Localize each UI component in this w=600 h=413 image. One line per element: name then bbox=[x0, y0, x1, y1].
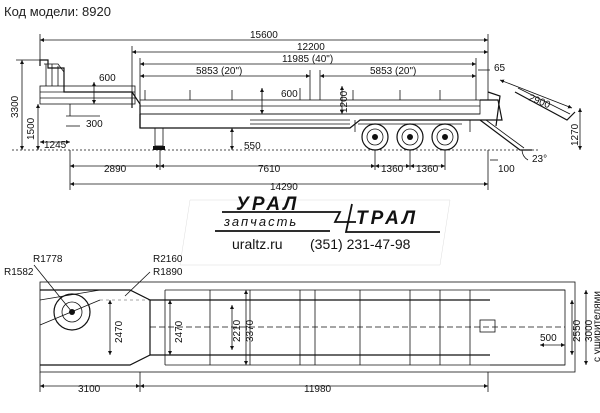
stakes bbox=[144, 86, 477, 100]
wheels bbox=[358, 123, 462, 151]
dim-front-length: 3100 bbox=[78, 384, 101, 395]
dim-front-overhang: 1245 bbox=[44, 140, 67, 151]
main-frame bbox=[139, 114, 480, 129]
dim-front-to-leg: 2890 bbox=[104, 164, 127, 175]
dim-wheelbase-total: 14290 bbox=[270, 182, 298, 193]
support-leg bbox=[154, 127, 164, 147]
dim-axle-spacing-2: 1360 bbox=[416, 164, 439, 175]
rear-beam bbox=[480, 99, 503, 121]
dim-platform-length: 12200 bbox=[297, 42, 325, 53]
dim-track-main: 2470 bbox=[174, 320, 185, 343]
plan-view: R1778 R1582 R2160 R1890 2470 2470 2210 3… bbox=[4, 254, 600, 395]
dim-rear-overhang: 65 bbox=[494, 63, 506, 74]
uraltral-logo: УРАЛ ТРАЛ запчасть uraltz.ru (351) 231-4… bbox=[179, 194, 451, 266]
dim-width-3000: 3000 bbox=[584, 319, 595, 342]
dim-ramp-height: 1270 bbox=[570, 123, 581, 146]
dim-track-front: 2470 bbox=[114, 320, 125, 343]
dim-axle-spacing-1: 1360 bbox=[381, 164, 404, 175]
gooseneck-outline bbox=[39, 59, 133, 108]
dim-front-board-height: 600 bbox=[99, 73, 116, 84]
dim-container-span: 11985 (40") bbox=[282, 54, 333, 65]
dim-low-deck-height: 550 bbox=[244, 141, 261, 152]
dim-container-rear: 5853 (20") bbox=[370, 66, 416, 77]
logo-phone: (351) 231-47-98 bbox=[310, 236, 411, 252]
plan-outline bbox=[39, 281, 576, 373]
model-code-label: Код модели: 8920 bbox=[4, 4, 111, 19]
dim-total-length: 15600 bbox=[250, 30, 278, 41]
dim-king-pin-offset: 300 bbox=[86, 119, 103, 130]
dim-deck-height: 1500 bbox=[26, 117, 37, 140]
dim-ramp-angle: 23° bbox=[532, 154, 547, 165]
dim-inner-width: 2210 bbox=[232, 319, 243, 342]
side-view: 15600 12200 11985 (40") 5853 (20") 5853 … bbox=[10, 30, 582, 193]
logo-word-tral: ТРАЛ bbox=[356, 208, 418, 229]
dim-container-front: 5853 (20") bbox=[196, 66, 242, 77]
dim-side-board-height: 600 bbox=[281, 89, 298, 100]
dim-r1582: R1582 bbox=[4, 267, 34, 278]
dim-frame-width: 3370 bbox=[245, 319, 256, 342]
dim-main-length: 11980 bbox=[304, 384, 332, 395]
dim-stake-height: 1200 bbox=[339, 90, 350, 113]
dim-r2160: R2160 bbox=[153, 254, 183, 265]
turntable bbox=[53, 293, 91, 331]
logo-subtitle: запчасть bbox=[223, 214, 298, 229]
gooseneck-frame bbox=[40, 289, 151, 366]
dim-rear-step: 100 bbox=[498, 164, 515, 175]
dim-r1778: R1778 bbox=[33, 254, 63, 265]
dim-leg-to-axle: 7610 bbox=[258, 164, 281, 175]
logo-website: uraltz.ru bbox=[232, 236, 283, 252]
logo-word-ural: УРАЛ bbox=[236, 194, 299, 215]
gooseneck-deck bbox=[39, 85, 136, 105]
widener-note: с уширителями bbox=[592, 291, 600, 362]
cross-members bbox=[164, 290, 471, 365]
dim-total-height: 3300 bbox=[10, 95, 21, 118]
main-deck bbox=[139, 99, 481, 115]
dim-outrigger: 500 bbox=[540, 333, 557, 344]
dim-width-2550: 2550 bbox=[572, 319, 583, 342]
dim-ramp-length: 2900 bbox=[527, 93, 552, 112]
dim-r1890: R1890 bbox=[153, 267, 183, 278]
